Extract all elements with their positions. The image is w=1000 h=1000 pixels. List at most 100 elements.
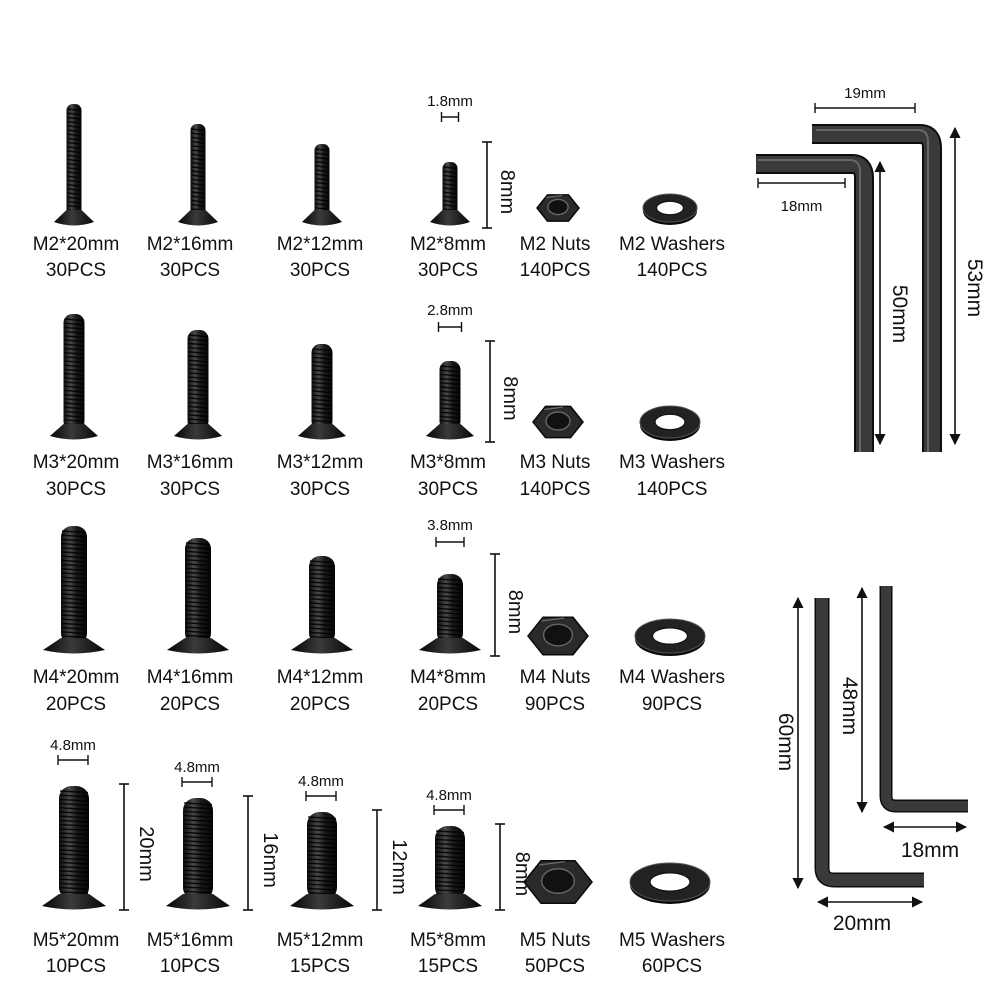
washer-hole [651, 627, 689, 645]
washer-quantity: 60PCS [642, 956, 702, 977]
thread-line [312, 407, 332, 411]
washer-label: M5 Washers [619, 930, 725, 951]
thread-line [61, 534, 87, 538]
thread-line [188, 401, 208, 405]
screw-m3x16mm [174, 330, 222, 440]
washer-hole [649, 872, 691, 892]
screw-quantity: 30PCS [46, 260, 106, 281]
screw-quantity: 30PCS [160, 479, 220, 500]
thread-line [183, 827, 213, 831]
hex-key-small-a [879, 586, 968, 813]
screw-m4x20mm [43, 526, 105, 654]
thread-line [61, 572, 87, 576]
hex-key-highlight [816, 129, 929, 452]
thread-line [440, 386, 460, 390]
thread-line [67, 167, 81, 171]
screw-head [174, 424, 222, 440]
thread-line [309, 593, 335, 597]
thread-line [67, 108, 81, 112]
thread-line [309, 602, 335, 606]
thread-line [307, 891, 337, 895]
length-dim: 8mm [482, 141, 518, 229]
thread-line [437, 599, 463, 603]
thread-line [435, 838, 465, 842]
thread-line [191, 174, 205, 178]
thread-line [183, 823, 213, 827]
thread-line [437, 632, 463, 636]
thread-line [435, 880, 465, 884]
thread-line [307, 837, 337, 841]
thread-line [315, 194, 329, 198]
flat-washer [642, 193, 698, 225]
thread-line [67, 171, 81, 175]
thread-line [309, 589, 335, 593]
hex-key-large-a [812, 124, 942, 452]
hex-key-c-length-dim: 48mm [838, 586, 868, 814]
thread-line [185, 546, 211, 550]
hex-key-d-width-dim: 20mm [816, 896, 924, 935]
screw-quantity: 10PCS [46, 956, 106, 977]
dimension-label: 53mm [963, 259, 986, 317]
hex-key-a-width-dim: 19mm [814, 85, 916, 113]
nut-quantity: 140PCS [520, 260, 591, 281]
thread-line [67, 116, 81, 120]
screw-quantity: 20PCS [418, 694, 478, 715]
thread-line [59, 836, 89, 840]
thread-line [440, 407, 460, 411]
thread-line [188, 376, 208, 380]
thread-line [59, 874, 89, 878]
dimension-label: 8mm [511, 852, 533, 896]
hex-key-d-length-dim: 60mm [774, 596, 804, 890]
thread-line [188, 405, 208, 409]
thread-line [191, 170, 205, 174]
thread-line [64, 393, 84, 397]
thread-line [435, 884, 465, 888]
thread-line [315, 156, 329, 160]
thread-line [61, 547, 87, 551]
thread-line [67, 204, 81, 208]
nut-quantity: 90PCS [525, 694, 585, 715]
thread-line [188, 388, 208, 392]
thread-line [64, 330, 84, 334]
thread-line [309, 619, 335, 623]
screw-m4x12mm [291, 556, 353, 654]
thread-line [183, 861, 213, 865]
thread-line [61, 614, 87, 618]
thread-line [61, 589, 87, 593]
screw-head [419, 638, 481, 654]
row-m5: M5*20mm10PCSM5*16mm10PCSM5*12mm15PCSM5*8… [33, 737, 725, 977]
thread-line [435, 830, 465, 834]
screw-m3x20mm [50, 314, 98, 440]
thread-line [185, 580, 211, 584]
thread-line [185, 554, 211, 558]
screw-m3x12mm [298, 344, 346, 440]
screw-head [167, 638, 229, 654]
thread-line [185, 634, 211, 638]
thread-line [64, 381, 84, 385]
screw-quantity: 20PCS [46, 694, 106, 715]
hex-key-outline [879, 586, 968, 813]
thread-line [183, 806, 213, 810]
dimension-label: 18mm [781, 198, 823, 215]
thread-line [188, 414, 208, 418]
screw-head [302, 210, 342, 226]
thread-line [188, 355, 208, 359]
thread-line [59, 857, 89, 861]
thread-line [307, 887, 337, 891]
thread-line [67, 188, 81, 192]
thread-line [67, 154, 81, 158]
hex-nut [536, 194, 580, 222]
screw-label: M2*8mm [410, 234, 486, 255]
thread-line [61, 551, 87, 555]
thread-line [191, 161, 205, 165]
screw-label: M4*20mm [33, 667, 120, 688]
screw-head [426, 424, 474, 440]
thread-line [191, 182, 205, 186]
thread-line [64, 385, 84, 389]
screw-m5x8mm [418, 826, 482, 910]
thread-line [435, 855, 465, 859]
screw-quantity: 15PCS [290, 956, 350, 977]
thread-line [435, 859, 465, 863]
thread-line [59, 828, 89, 832]
